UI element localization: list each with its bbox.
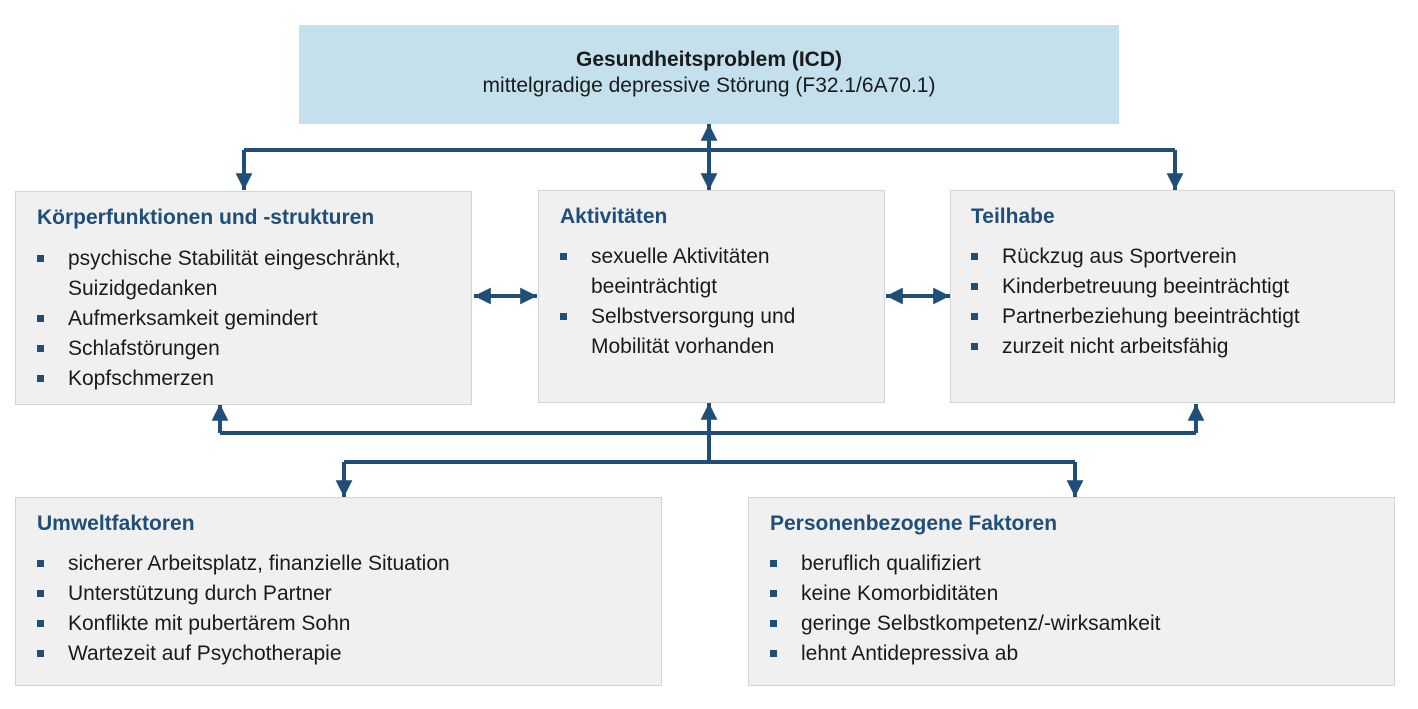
list-item: Konflikte mit pubertärem Sohn	[37, 609, 450, 639]
bullet-icon	[971, 283, 978, 290]
bullet-icon	[37, 650, 44, 657]
list-item-text: Wartezeit auf Psychotherapie	[68, 642, 342, 665]
body-functions-list: psychische Stabilität eingeschränkt, Sui…	[37, 244, 401, 394]
list-item: Selbstversorgung und	[560, 302, 795, 332]
bullet-icon	[971, 313, 978, 320]
bullet-icon	[770, 650, 777, 657]
list-item: beruflich qualifiziert	[770, 549, 1160, 579]
list-item: Kinderbetreuung beeinträchtigt	[971, 272, 1300, 302]
list-item: sicherer Arbeitsplatz, finanzielle Situa…	[37, 549, 450, 579]
activities-title: Aktivitäten	[560, 205, 668, 228]
activities-box: Aktivitäten sexuelle Aktivitäten beeintr…	[538, 190, 885, 403]
bullet-icon	[770, 620, 777, 627]
body-functions-title: Körperfunktionen und -strukturen	[37, 206, 375, 229]
list-item-text: lehnt Antidepressiva ab	[801, 642, 1019, 665]
list-item: Rückzug aus Sportverein	[971, 242, 1300, 272]
list-item-text: Aufmerksamkeit gemindert	[68, 307, 318, 330]
bullet-icon	[37, 315, 44, 322]
list-item-text: Unterstützung durch Partner	[68, 582, 332, 605]
participation-box: Teilhabe Rückzug aus Sportverein Kinderb…	[950, 190, 1395, 403]
list-item: Kopfschmerzen	[37, 364, 401, 394]
list-item: Mobilität vorhanden	[560, 332, 795, 362]
bullet-icon	[971, 253, 978, 260]
list-item-text: Partnerbeziehung beeinträchtigt	[1002, 305, 1300, 328]
bullet-icon	[37, 255, 44, 262]
personal-factors-box: Personenbezogene Faktoren beruflich qual…	[748, 497, 1395, 686]
bullet-icon	[37, 590, 44, 597]
bullet-icon	[971, 343, 978, 350]
bullet-icon	[37, 560, 44, 567]
list-item: Unterstützung durch Partner	[37, 579, 450, 609]
health-problem-title: Gesundheitsproblem (ICD)	[575, 48, 843, 71]
bullet-icon	[770, 590, 777, 597]
list-item-text: Schlafstörungen	[68, 337, 220, 360]
list-item-text: beeinträchtigt	[591, 275, 718, 298]
list-item: Partnerbeziehung beeinträchtigt	[971, 302, 1300, 332]
list-item: psychische Stabilität eingeschränkt,	[37, 244, 401, 274]
list-item-text: beruflich qualifiziert	[801, 552, 981, 575]
list-item: Schlafstörungen	[37, 334, 401, 364]
list-item: Aufmerksamkeit gemindert	[37, 304, 401, 334]
list-item: Wartezeit auf Psychotherapie	[37, 639, 450, 669]
bullet-icon	[37, 620, 44, 627]
list-item-text: psychische Stabilität eingeschränkt,	[68, 247, 401, 270]
body-functions-box: Körperfunktionen und -strukturen psychis…	[15, 191, 472, 405]
list-item: geringe Selbstkompetenz/-wirksamkeit	[770, 609, 1160, 639]
list-item-text: Suizidgedanken	[68, 277, 218, 300]
bullet-icon	[770, 560, 777, 567]
environmental-factors-list: sicherer Arbeitsplatz, finanzielle Situa…	[37, 549, 450, 669]
bullet-icon	[560, 313, 567, 320]
list-item: sexuelle Aktivitäten	[560, 242, 795, 272]
list-item-text: Mobilität vorhanden	[591, 335, 775, 358]
list-item: keine Komorbiditäten	[770, 579, 1160, 609]
list-item-text: keine Komorbiditäten	[801, 582, 999, 605]
list-item-text: Konflikte mit pubertärem Sohn	[68, 612, 351, 635]
list-item-text: Selbstversorgung und	[591, 305, 796, 328]
environmental-factors-title: Umweltfaktoren	[37, 512, 195, 535]
personal-factors-title: Personenbezogene Faktoren	[770, 512, 1058, 535]
list-item-text: zurzeit nicht arbeitsfähig	[1002, 335, 1229, 358]
list-item-text: Rückzug aus Sportverein	[1002, 245, 1237, 268]
list-item-text: sicherer Arbeitsplatz, finanzielle Situa…	[68, 552, 450, 575]
personal-factors-list: beruflich qualifiziert keine Komorbiditä…	[770, 549, 1160, 669]
list-item: zurzeit nicht arbeitsfähig	[971, 332, 1300, 362]
health-problem-box: Gesundheitsproblem (ICD) mittelgradige d…	[299, 25, 1119, 124]
list-item-text: Kinderbetreuung beeinträchtigt	[1002, 275, 1290, 298]
list-item: beeinträchtigt	[560, 272, 795, 302]
participation-title: Teilhabe	[971, 205, 1055, 228]
list-item: lehnt Antidepressiva ab	[770, 639, 1160, 669]
list-item-text: sexuelle Aktivitäten	[591, 245, 770, 268]
environmental-factors-box: Umweltfaktoren sicherer Arbeitsplatz, fi…	[15, 497, 662, 686]
list-item: Suizidgedanken	[37, 274, 401, 304]
list-item-text: Kopfschmerzen	[68, 367, 214, 390]
health-problem-subtitle: mittelgradige depressive Störung (F32.1/…	[482, 74, 936, 97]
bullet-icon	[37, 375, 44, 382]
list-item-text: geringe Selbstkompetenz/-wirksamkeit	[801, 612, 1161, 635]
participation-list: Rückzug aus Sportverein Kinderbetreuung …	[971, 242, 1300, 362]
bullet-icon	[560, 253, 567, 260]
bullet-icon	[37, 345, 44, 352]
activities-list: sexuelle Aktivitäten beeinträchtigt Selb…	[560, 242, 795, 362]
